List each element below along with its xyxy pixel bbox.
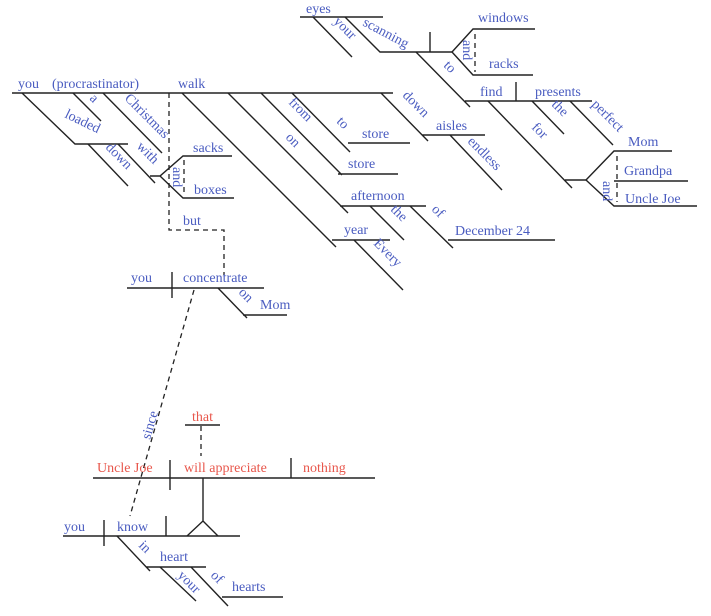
modifier-line (227, 92, 426, 214)
word: Every (370, 236, 404, 270)
word: but (183, 214, 201, 229)
modifier-line (409, 205, 555, 249)
word: racks (489, 57, 519, 72)
conjunction-dash (129, 289, 195, 517)
word: concentrate (183, 271, 248, 286)
compound-fork (150, 155, 234, 199)
word: (procrastinator) (52, 77, 139, 92)
word: of (207, 568, 226, 587)
modifier-line (87, 143, 129, 187)
word: sacks (193, 141, 223, 156)
word: and (169, 167, 184, 187)
word: store (362, 127, 389, 142)
modifier-line (569, 100, 614, 146)
modifier-line (190, 566, 283, 607)
modifier-line (449, 134, 503, 191)
word: Uncle Joe (625, 192, 681, 207)
word: heart (160, 550, 188, 565)
word: endless (464, 134, 504, 174)
diagram-words: you (procrastinator) walk a Christmas lo… (18, 2, 681, 597)
word: will appreciate (184, 461, 267, 476)
word: since (139, 409, 161, 441)
word: for (528, 120, 550, 142)
modifier-line (291, 92, 410, 153)
modifier-line (72, 92, 102, 122)
word: find (480, 85, 503, 100)
word: December 24 (455, 224, 530, 239)
word: Grandpa (624, 164, 673, 179)
word: with (133, 139, 161, 167)
modifier-line (217, 287, 287, 319)
compound-fork (451, 28, 535, 76)
modifier-line (312, 16, 353, 58)
word: loaded (62, 107, 102, 137)
word: hearts (232, 580, 265, 595)
word: of (428, 202, 447, 221)
word: afternoon (351, 189, 405, 204)
clause-baseline (93, 458, 375, 490)
word: year (344, 223, 368, 238)
word: you (18, 77, 39, 92)
modifier-line (21, 92, 128, 145)
word: to (440, 58, 458, 76)
modifier-line (344, 16, 452, 53)
word: boxes (194, 183, 227, 198)
word: and (459, 40, 474, 60)
modifier-line (260, 92, 398, 176)
pedestal (186, 478, 219, 537)
word: windows (478, 11, 529, 26)
word: on (282, 130, 303, 151)
modifier-line (116, 535, 206, 572)
modifier-line (102, 92, 163, 154)
word: store (348, 157, 375, 172)
word: that (192, 410, 213, 425)
modifier-line (369, 205, 405, 241)
word: your (174, 568, 203, 597)
diagram-lines (12, 16, 697, 607)
word: aisles (436, 119, 467, 134)
word: Uncle Joe (97, 461, 153, 476)
word: from (285, 95, 315, 125)
word: you (64, 520, 85, 535)
compound-fork (585, 150, 697, 207)
clause-baseline (63, 516, 240, 546)
word: walk (178, 77, 205, 92)
word: and (599, 181, 614, 201)
word: presents (535, 85, 581, 100)
word: in (135, 538, 153, 556)
word: down (102, 140, 135, 173)
modifier-line (531, 100, 565, 135)
modifier-line (353, 239, 404, 291)
modifier-line (487, 100, 586, 189)
word: know (117, 520, 149, 535)
modifier-line (117, 143, 156, 184)
word: Mom (628, 135, 658, 150)
word: nothing (303, 461, 346, 476)
conjunction-dash (168, 93, 225, 275)
word: Christmas (121, 91, 172, 142)
word: Mom (260, 298, 290, 313)
word: eyes (306, 2, 331, 17)
word: you (131, 271, 152, 286)
modifier-line (181, 92, 390, 248)
modifier-line (159, 566, 197, 602)
word: perfect (588, 97, 626, 135)
clause-baseline (127, 272, 264, 298)
word: to (333, 114, 351, 132)
modifier-line (380, 92, 485, 142)
word: scanning (360, 15, 411, 52)
